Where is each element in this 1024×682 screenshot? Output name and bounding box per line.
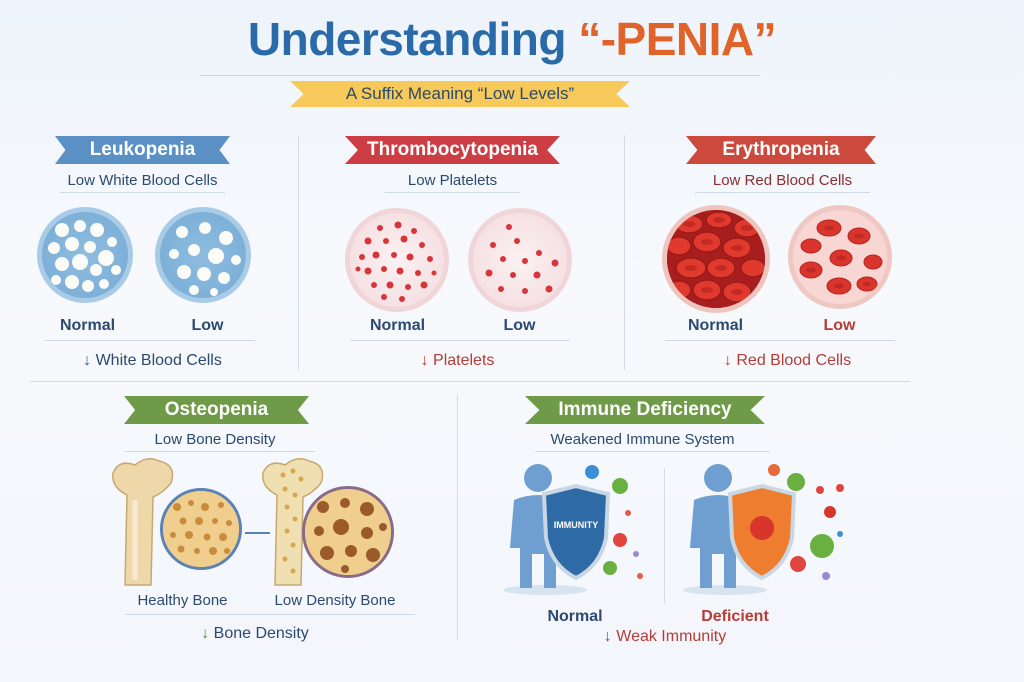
- title-divider: [200, 75, 760, 76]
- footer-text: Platelets: [433, 352, 495, 369]
- rule: [350, 340, 570, 341]
- normal-person-with-shield-icon: IMMUNITY: [503, 464, 643, 595]
- label-deficient: Deficient: [701, 608, 769, 625]
- label-healthy-bone: Healthy Bone: [137, 592, 228, 609]
- footer-text: White Blood Cells: [95, 352, 222, 369]
- footer-thrombocytopenia: ↓ Platelets: [360, 352, 555, 370]
- bone-porous-texture-icon: [305, 489, 391, 575]
- bone-dense-texture-icon: [163, 491, 239, 567]
- ribbon-immune-deficiency: Immune Deficiency: [525, 396, 765, 424]
- low-density-bone-circle: [302, 486, 394, 578]
- ribbon-thrombocytopenia: Thrombocytopenia: [345, 136, 560, 164]
- rule: [125, 451, 315, 452]
- label-low: Low: [191, 317, 224, 334]
- connector-line: [245, 532, 270, 534]
- svg-text:IMMUNITY: IMMUNITY: [554, 520, 599, 530]
- low-density-bone-icon: [262, 458, 324, 586]
- footer-text: Bone Density: [213, 625, 309, 642]
- ribbon-erythropenia: Erythropenia: [686, 136, 876, 164]
- white-cells-sparse-icon: [169, 222, 241, 296]
- subtitle-immune: Weakened Immune System: [550, 431, 735, 448]
- label-normal: Normal: [369, 317, 426, 334]
- footer-immune: ↓ Weak Immunity: [580, 628, 750, 646]
- ribbon-leukopenia: Leukopenia: [55, 136, 230, 164]
- subtitle-erythropenia: Low Red Blood Cells: [712, 172, 853, 189]
- red-cells-dense-icon: [667, 210, 765, 308]
- rule: [665, 340, 895, 341]
- label-normal: Normal: [687, 317, 744, 334]
- rbc-normal-circle: [662, 205, 770, 313]
- platelets-normal-circle: [345, 208, 449, 312]
- footer-erythropenia: ↓ Red Blood Cells: [680, 352, 895, 370]
- title-main: Understanding: [247, 13, 579, 65]
- rule: [60, 192, 225, 193]
- rule: [695, 192, 870, 193]
- platelets-dense-icon: [355, 221, 437, 302]
- divider-vertical-1: [298, 135, 299, 370]
- label-low: Low: [503, 317, 536, 334]
- label-low: Low: [823, 317, 856, 334]
- rule: [125, 614, 415, 615]
- rbc-low-circle: [788, 205, 892, 309]
- platelets-sparse-icon: [485, 224, 559, 294]
- red-cells-sparse-icon: [799, 219, 883, 295]
- down-arrow-icon: ↓: [723, 352, 732, 369]
- label-normal: Normal: [59, 317, 116, 334]
- rule: [45, 340, 255, 341]
- wbc-low-circle: [155, 207, 251, 303]
- footer-text: Weak Immunity: [616, 628, 727, 645]
- down-arrow-icon: ↓: [83, 352, 92, 369]
- label-normal: Normal: [547, 608, 603, 625]
- divider-normal-deficient: [664, 468, 665, 603]
- rule: [385, 192, 520, 193]
- title-suffix: “-PENIA”: [578, 13, 777, 65]
- label-low-density-bone: Low Density Bone: [274, 592, 396, 609]
- healthy-bone-circle: [160, 488, 242, 570]
- deficient-person-with-shield-icon: [683, 464, 844, 595]
- page-title: Understanding “-PENIA”: [0, 12, 1024, 66]
- down-arrow-icon: ↓: [201, 625, 210, 642]
- footer-osteopenia: ↓ Bone Density: [170, 625, 340, 643]
- row-divider: [30, 381, 910, 382]
- ribbon-osteopenia: Osteopenia: [124, 396, 309, 424]
- rule: [535, 451, 770, 452]
- healthy-bone-icon: [112, 458, 174, 586]
- down-arrow-icon: ↓: [603, 628, 612, 645]
- white-cells-dense-icon: [48, 220, 121, 292]
- down-arrow-icon: ↓: [420, 352, 429, 369]
- wbc-normal-circle: [37, 207, 133, 303]
- footer-leukopenia: ↓ White Blood Cells: [40, 352, 265, 370]
- platelets-low-circle: [468, 208, 572, 312]
- subtitle-ribbon: A Suffix Meaning “Low Levels”: [290, 81, 630, 107]
- subtitle-osteopenia: Low Bone Density: [154, 431, 276, 448]
- divider-vertical-2: [624, 135, 625, 370]
- subtitle-thrombocytopenia: Low Platelets: [407, 172, 498, 189]
- subtitle-leukopenia: Low White Blood Cells: [67, 172, 218, 189]
- divider-vertical-3: [457, 395, 458, 640]
- footer-text: Red Blood Cells: [736, 352, 852, 369]
